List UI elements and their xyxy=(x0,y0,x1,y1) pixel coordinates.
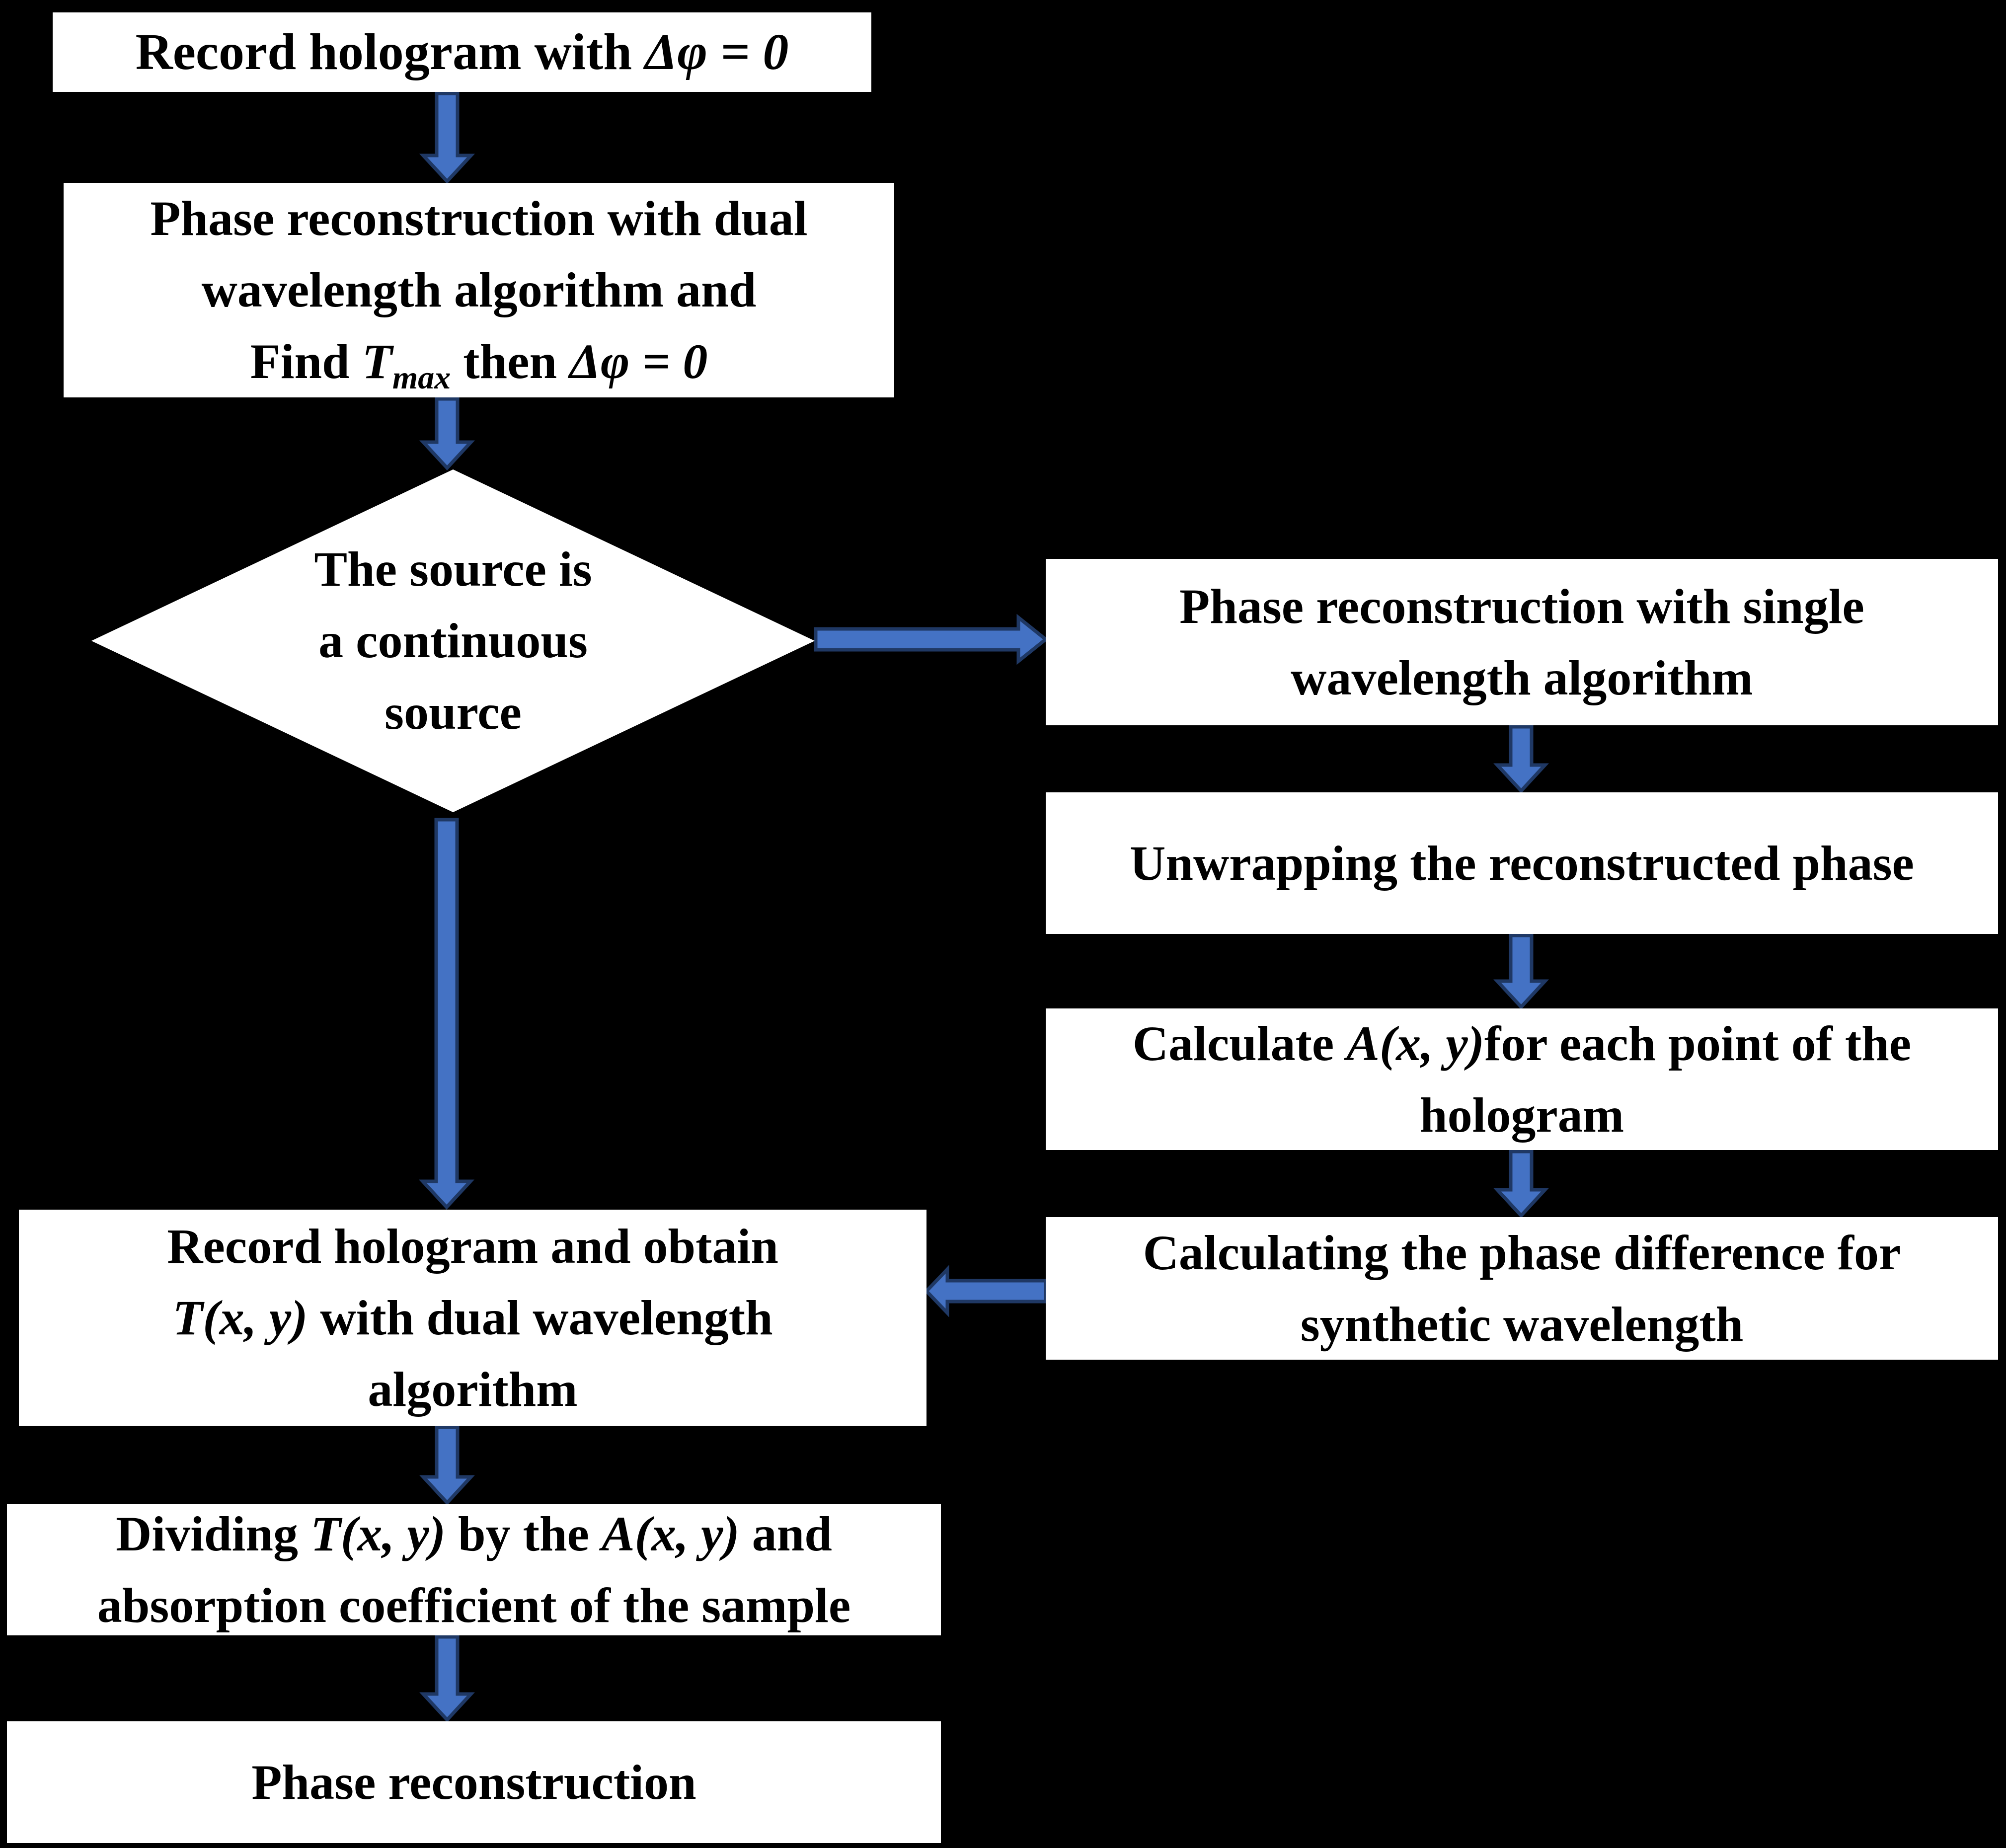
step-calculate-a: Calculate A(x, y)for each point of the h… xyxy=(1046,1008,1998,1150)
step-record-obtain-line3: algorithm xyxy=(368,1361,578,1417)
step-phase-dual-line1: Phase reconstruction with dual xyxy=(150,191,808,246)
step-record-obtain-line1: Record hologram and obtain xyxy=(167,1218,778,1274)
step-dividing: Dividing T(x, y) by the A(x, y) and abso… xyxy=(7,1504,941,1635)
decision-line1: The source is xyxy=(314,541,592,597)
step-record-obtain-line2: T(x, y) with dual wavelength xyxy=(172,1290,773,1345)
step-dividing-line1: Dividing T(x, y) by the A(x, y) and xyxy=(116,1506,832,1561)
step-phase-reconstruction-line1: Phase reconstruction xyxy=(251,1754,696,1810)
step-phase-difference-line2: synthetic wavelength xyxy=(1300,1296,1744,1352)
arrow-phase-single-to-unwrapping-icon xyxy=(1493,725,1549,794)
arrow-phase-difference-to-record-obtain-icon xyxy=(924,1265,1048,1317)
step-record-hologram-label: Record hologram with Δφ = 0 xyxy=(135,23,789,81)
step-calculate-a-line2: hologram xyxy=(1419,1087,1624,1143)
step-record-obtain: Record hologram and obtain T(x, y) with … xyxy=(19,1210,926,1426)
step-phase-single: Phase reconstruction with single wavelen… xyxy=(1046,559,1998,725)
step-phase-single-line1: Phase reconstruction with single xyxy=(1179,578,1864,634)
arrow-decision-to-phase-single-icon xyxy=(814,614,1049,665)
step-unwrapping-line1: Unwrapping the reconstructed phase xyxy=(1130,835,1914,891)
step-phase-dual: Phase reconstruction with dual wavelengt… xyxy=(64,183,894,397)
arrow-record-to-phase-dual-icon xyxy=(419,91,475,184)
arrow-unwrapping-to-calculate-icon xyxy=(1493,933,1549,1010)
arrow-dividing-to-phase-reconstruction-icon xyxy=(419,1635,475,1723)
step-phase-dual-line3: Find Tmax then Δφ = 0 xyxy=(250,334,708,396)
arrow-record-obtain-to-dividing-icon xyxy=(419,1425,475,1506)
arrow-phase-dual-to-decision-icon xyxy=(419,397,475,471)
step-phase-single-line2: wavelength algorithm xyxy=(1291,650,1753,705)
step-dividing-line2: absorption coefficient of the sample xyxy=(97,1578,851,1633)
step-phase-difference: Calculating the phase difference for syn… xyxy=(1046,1217,1998,1360)
step-record-hologram: Record hologram with Δφ = 0 xyxy=(53,12,871,92)
step-phase-reconstruction: Phase reconstruction xyxy=(7,1721,941,1843)
arrow-decision-to-record-obtain-icon xyxy=(419,818,474,1210)
arrow-calculate-to-phase-difference-icon xyxy=(1493,1150,1549,1219)
step-unwrapping: Unwrapping the reconstructed phase xyxy=(1046,792,1998,934)
step-calculate-a-line1: Calculate A(x, y)for each point of the xyxy=(1132,1015,1912,1071)
step-phase-dual-line2: wavelength algorithm and xyxy=(201,262,757,317)
decision-line2: a continuous xyxy=(318,613,588,668)
step-phase-difference-line1: Calculating the phase difference for xyxy=(1143,1225,1901,1280)
decision-line3: source xyxy=(385,685,522,740)
